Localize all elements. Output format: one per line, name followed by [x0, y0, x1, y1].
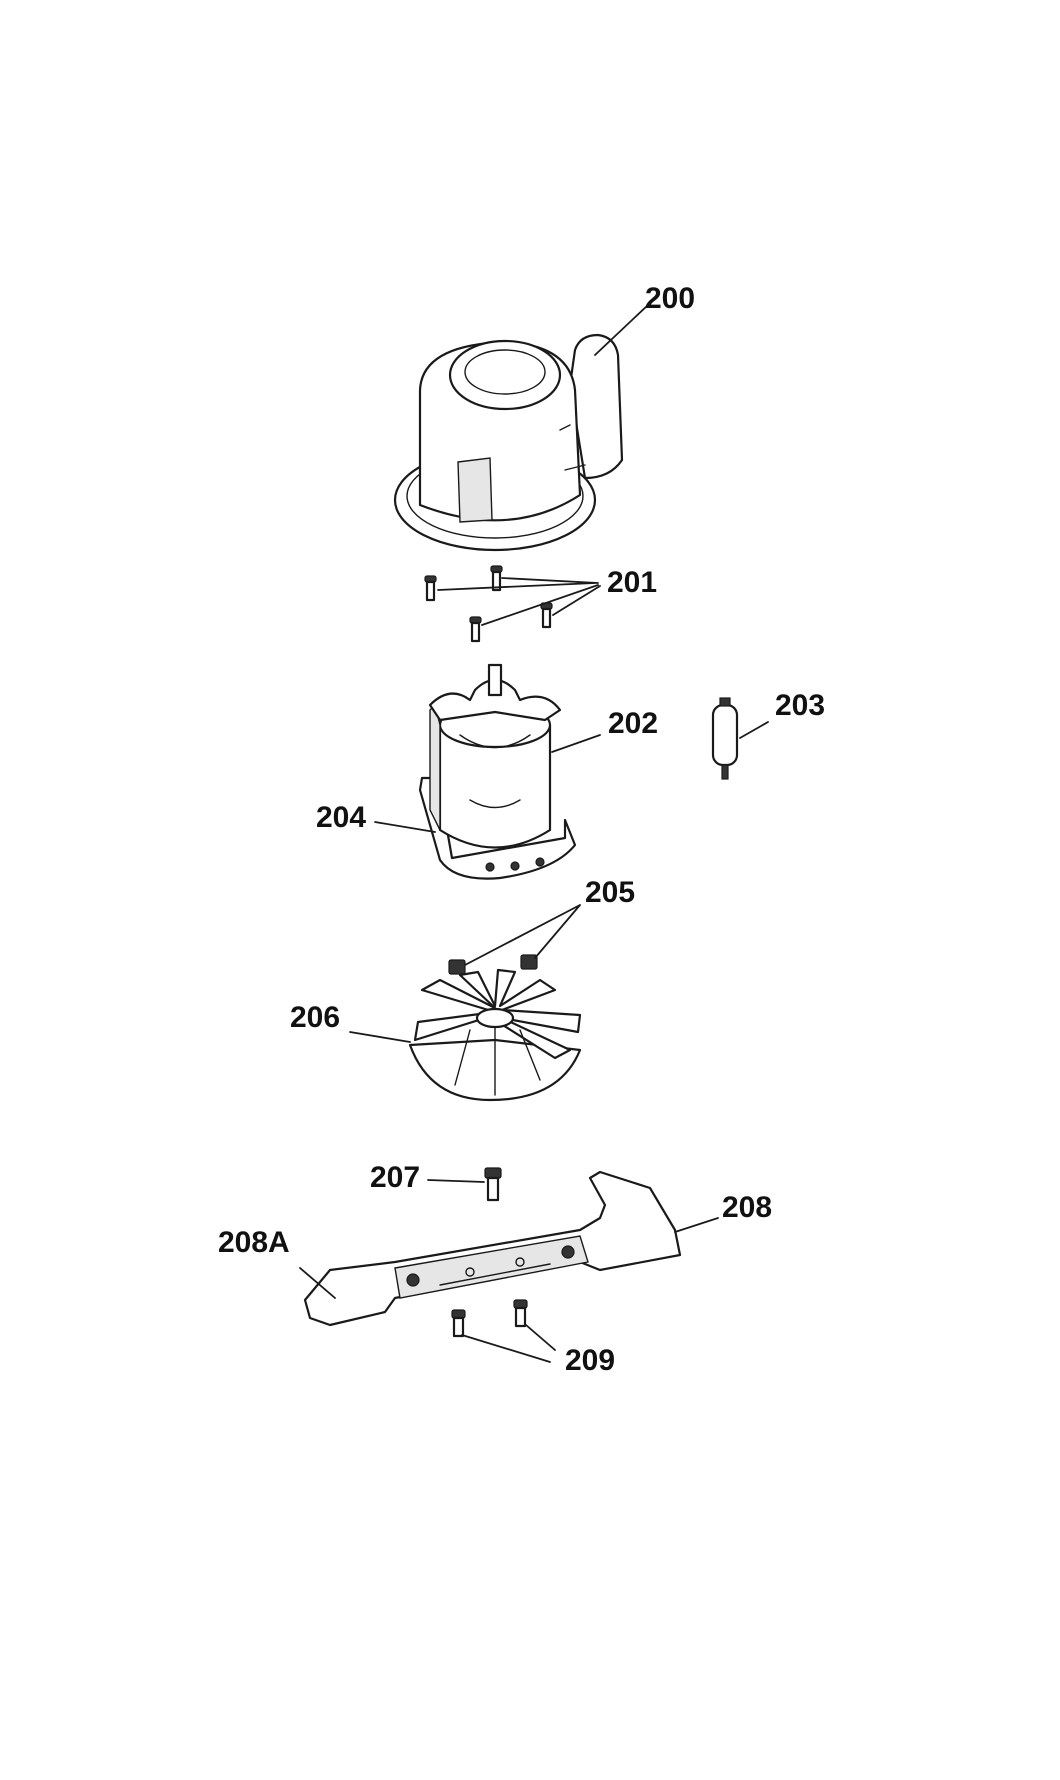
- cover-detail-lines: [559, 424, 586, 471]
- capacitor-terminal: [719, 697, 731, 707]
- leader-204: [374, 821, 436, 833]
- cover-screws: [424, 565, 553, 643]
- motor-winding-lines: [459, 734, 531, 809]
- leader-200: [594, 304, 649, 356]
- fan-nut: [448, 959, 466, 975]
- blade-hole: [515, 1257, 525, 1267]
- blade-hole: [561, 1245, 575, 1259]
- leader-207: [427, 1179, 485, 1183]
- callout-207: 207: [370, 1161, 420, 1194]
- blade-hole: [465, 1267, 475, 1277]
- fan-hub: [475, 1007, 515, 1029]
- motor-bracket: [418, 776, 577, 880]
- fan: [408, 968, 582, 1102]
- leader-201: [437, 577, 601, 626]
- callout-203: 203: [775, 689, 825, 722]
- leader-205: [464, 904, 581, 966]
- capacitor-body: [711, 703, 739, 767]
- cover-screw: [490, 565, 503, 592]
- callout-206: 206: [290, 1001, 340, 1034]
- cover-side-housing: [568, 333, 624, 480]
- blade-screw: [451, 1309, 466, 1338]
- capacitor-lead: [721, 764, 729, 780]
- callout-201: 201: [607, 566, 657, 599]
- motor-body: [438, 723, 552, 849]
- blade-screw: [513, 1299, 528, 1328]
- motor-shaft: [487, 663, 503, 697]
- leader-202: [551, 734, 601, 753]
- fan-nuts: [448, 954, 538, 975]
- callout-209: 209: [565, 1344, 615, 1377]
- blade-center-plate: [394, 1235, 589, 1299]
- capacitor: [711, 697, 739, 780]
- leader-208: [674, 1217, 719, 1233]
- blade-hole: [406, 1273, 420, 1287]
- cover-top-opening: [448, 339, 562, 411]
- fan-nut: [520, 954, 538, 970]
- blade-bolt: [484, 1167, 502, 1202]
- leader-203: [739, 721, 769, 739]
- cover-slot: [457, 457, 493, 523]
- motor-cover: [393, 333, 624, 552]
- bracket-hole: [485, 862, 495, 872]
- blade-bolt-head: [484, 1167, 502, 1179]
- cover-screw: [469, 616, 482, 643]
- cover-screw: [424, 575, 437, 602]
- bracket-hole: [510, 861, 520, 871]
- callout-208a: 208A: [218, 1226, 290, 1259]
- leader-209: [461, 1324, 556, 1363]
- blade-slot: [439, 1263, 551, 1286]
- fan-vanes: [454, 1026, 541, 1096]
- cover-top-inner: [464, 349, 546, 395]
- callout-204: 204: [316, 801, 366, 834]
- blade-screws: [451, 1299, 528, 1338]
- motor: [428, 663, 562, 849]
- callout-202: 202: [608, 707, 658, 740]
- leader-208a: [299, 1267, 336, 1299]
- cover-screw: [540, 602, 553, 629]
- callout-205: 205: [585, 876, 635, 909]
- blade: [303, 1170, 682, 1327]
- callout-200: 200: [645, 282, 695, 315]
- bracket-body: [418, 776, 577, 880]
- callout-208: 208: [722, 1191, 772, 1224]
- leader-206: [349, 1031, 411, 1043]
- motor-side-plate: [429, 703, 441, 831]
- motor-top-fins: [428, 678, 562, 722]
- blade-bolt-shaft: [486, 1176, 500, 1202]
- bracket-hole: [535, 857, 545, 867]
